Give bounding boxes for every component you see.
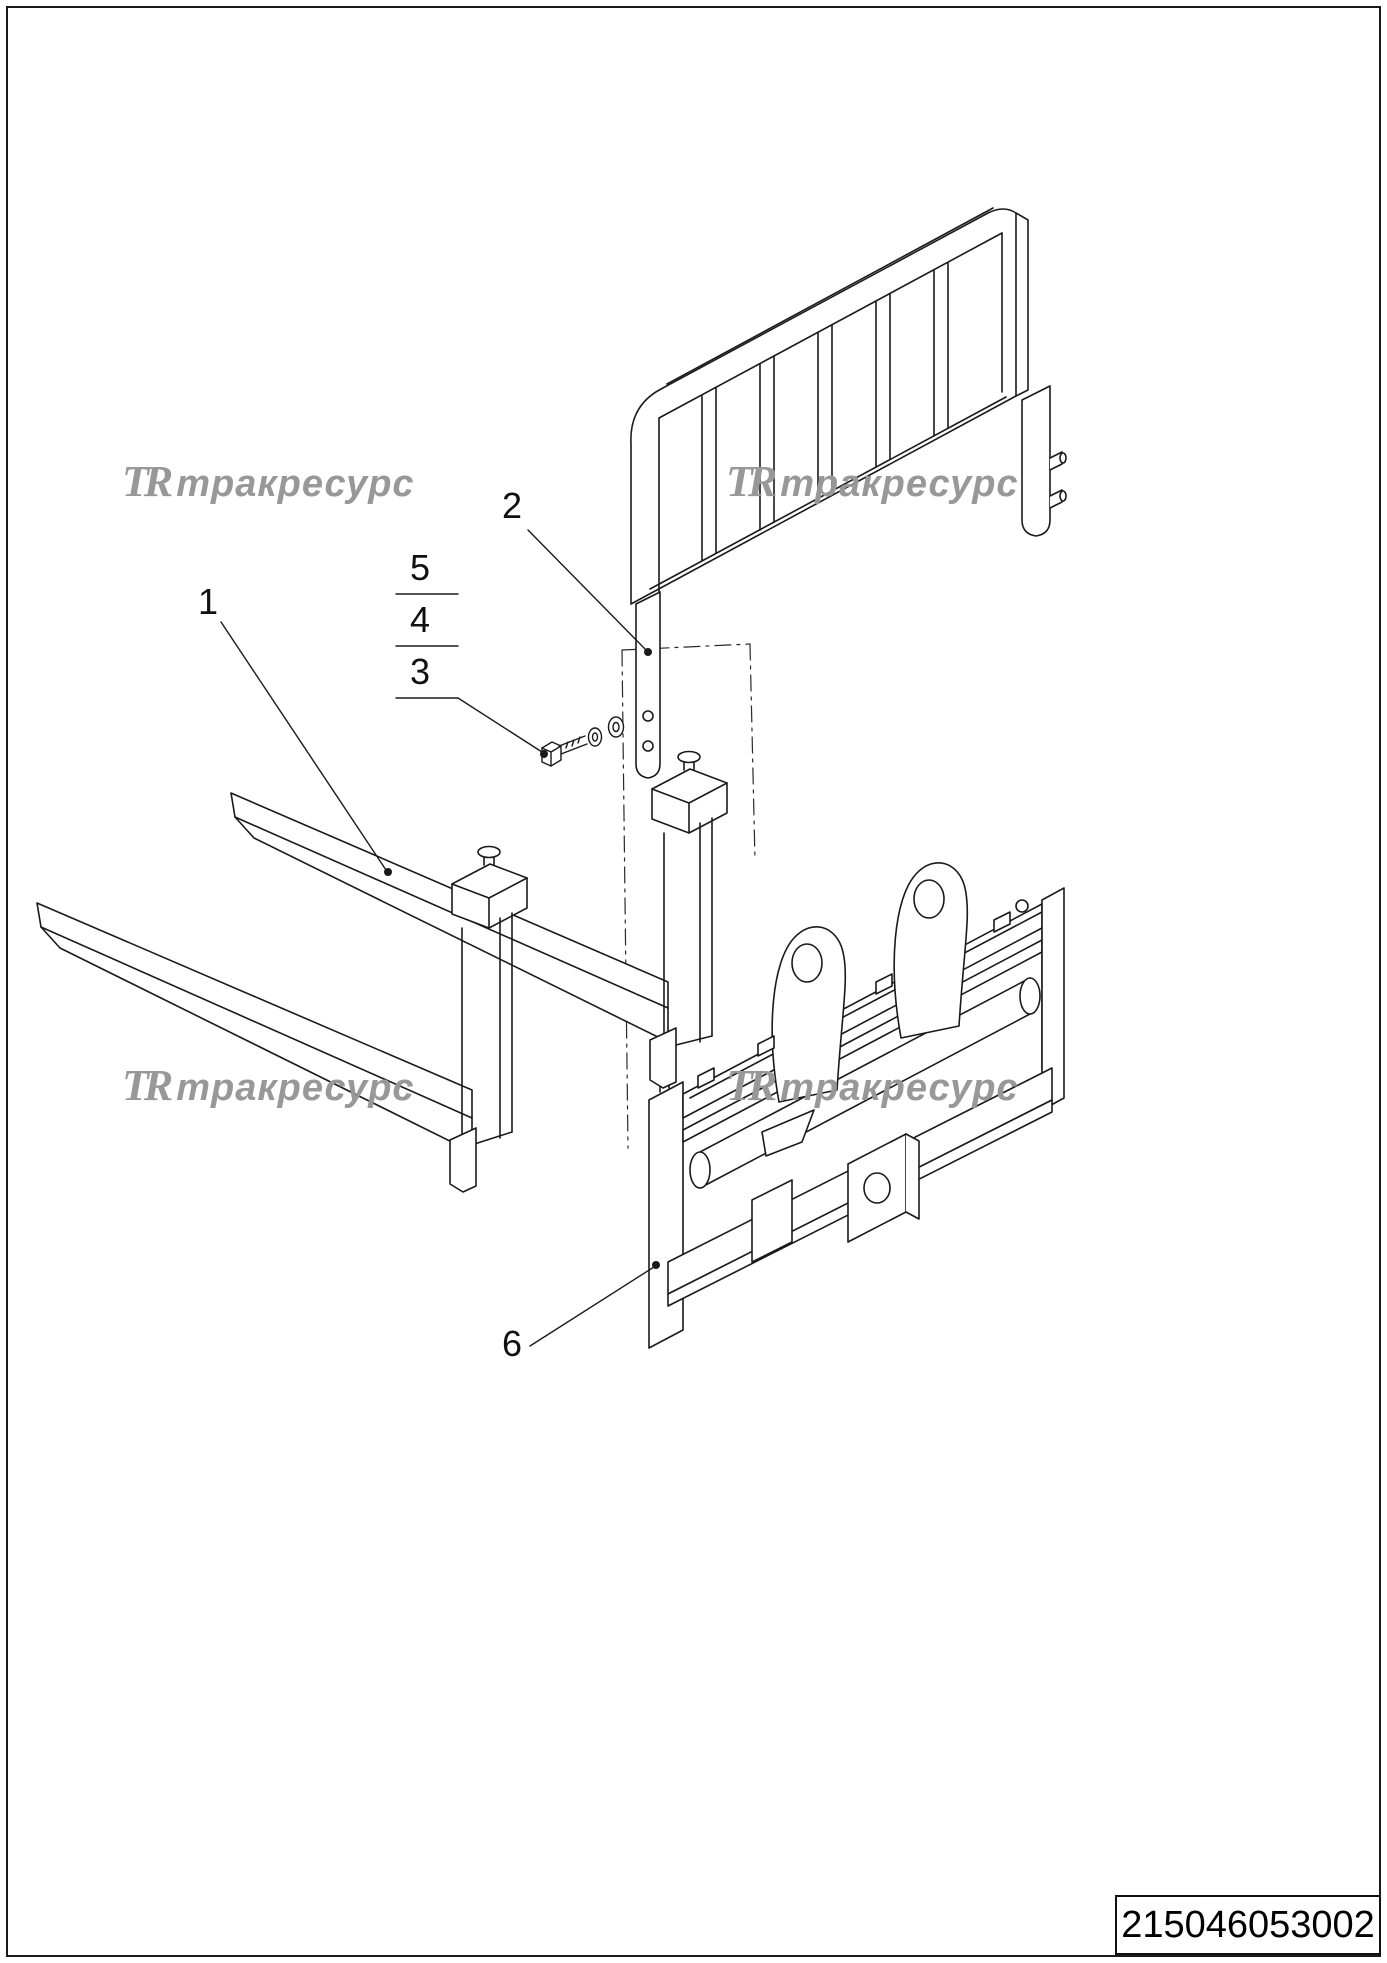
- backrest-right-plate: [1021, 385, 1051, 537]
- washer: [587, 727, 603, 747]
- watermark: ТR тракресурс: [122, 456, 415, 507]
- carriage-latch-block: [751, 1179, 793, 1263]
- watermark-logo: ТR: [122, 1061, 173, 1110]
- callout-1: 1: [198, 581, 219, 622]
- alignment-lines: [621, 643, 756, 1149]
- leader-3: [457, 697, 543, 753]
- leader-6: [529, 1266, 655, 1347]
- leader-lines: [220, 529, 660, 1347]
- backrest-mount-tab: [635, 591, 661, 779]
- watermark-logo: ТR: [726, 1061, 777, 1110]
- fork-bottom-hook: [649, 1027, 677, 1089]
- watermark: ТR тракресурс: [726, 1060, 1019, 1111]
- callout-6: 6: [502, 1323, 523, 1364]
- fork-blade: [230, 792, 669, 1043]
- callout-5: 5: [410, 547, 431, 588]
- fork-carriage: [648, 862, 1065, 1349]
- backrest-bars: [701, 262, 949, 562]
- backrest-frame: [630, 208, 1017, 605]
- fork-hanger-pin: [477, 845, 501, 859]
- carriage-hook-plate-right: [893, 862, 969, 1039]
- fork-shank-cap: [651, 768, 728, 834]
- watermark-logo: ТR: [122, 457, 173, 506]
- watermark-text: тракресурс: [176, 1067, 415, 1109]
- watermark: ТR тракресурс: [122, 1060, 415, 1111]
- fork-hanger-pin: [677, 750, 701, 764]
- callout-2: 2: [502, 485, 523, 526]
- callout-underlines: [395, 593, 459, 699]
- leader-2: [527, 529, 647, 651]
- carriage-right-plate: [1041, 887, 1065, 1111]
- load-backrest: [630, 207, 1067, 779]
- watermark-text: тракресурс: [780, 463, 1019, 505]
- watermark-text: тракресурс: [780, 1067, 1019, 1109]
- bolt-washers: [541, 716, 625, 767]
- fork-bottom-hook: [449, 1127, 477, 1193]
- callout-3: 3: [410, 651, 431, 692]
- part-number-box: 215046053002: [1115, 1895, 1381, 1955]
- fork-blade: [36, 902, 473, 1153]
- carriage-left-plate: [648, 1081, 684, 1349]
- watermark-text: тракресурс: [176, 463, 415, 505]
- carriage-hook-plate-left: [771, 926, 847, 1103]
- fork-rear: [230, 750, 728, 1089]
- fork-front: [36, 845, 528, 1193]
- part-number: 215046053002: [1121, 1903, 1375, 1946]
- leader-1: [220, 621, 387, 871]
- watermark-logo: ТR: [726, 457, 777, 506]
- washer: [607, 716, 625, 738]
- watermark: ТR тракресурс: [726, 456, 1019, 507]
- callout-4: 4: [410, 599, 431, 640]
- fork-shank-cap: [451, 863, 528, 929]
